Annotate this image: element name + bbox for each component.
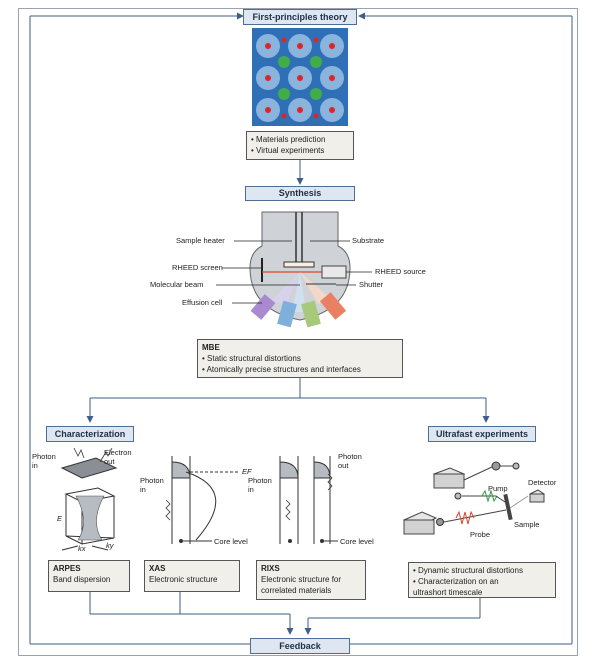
substrate-label: Substrate (352, 236, 385, 245)
arpes-box: ARPES Band dispersion (48, 560, 130, 592)
first-principles-theory-box: First-principles theory (243, 9, 357, 25)
characterization-box: Characterization (46, 426, 134, 442)
xas-desc: Electronic structure (149, 575, 218, 584)
mbe-item: • Static structural distortions (202, 354, 301, 363)
rheed-source-label: RHEED source (375, 267, 426, 276)
mbe-item: • Atomically precise structures and inte… (202, 365, 361, 374)
shutter-label: Shutter (359, 280, 384, 289)
theory-output-item: • Materials prediction (251, 135, 326, 144)
ky-axis-label: ky (106, 541, 114, 550)
feedback-box: Feedback (250, 638, 350, 654)
theory-label: First-principles theory (252, 12, 348, 22)
xas-photon-in-label: Photon in (140, 476, 164, 494)
rixs-core-level-label: Core level (340, 537, 374, 546)
sample-label: Sample (514, 520, 540, 529)
arpes-desc: Band dispersion (53, 575, 111, 584)
detector-label: Detector (528, 478, 557, 487)
kx-axis-label: kx (78, 544, 86, 553)
rixs-box: RIXS Electronic structure for correlated… (256, 560, 366, 600)
synthesis-box: Synthesis (245, 186, 355, 201)
characterization-label: Characterization (54, 429, 126, 439)
effusion-cell-label: Effusion cell (182, 298, 223, 307)
arpes-title: ARPES (53, 564, 81, 573)
crystal-structure-image (252, 28, 348, 126)
theory-outputs-box: • Materials prediction • Virtual experim… (246, 131, 354, 160)
fermi-level-label: EF (242, 467, 252, 476)
rixs-photon-out-label: Photon out (338, 452, 362, 470)
probe-label: Probe (470, 530, 491, 539)
xas-title: XAS (149, 564, 166, 573)
sample-heater-label: Sample heater (176, 236, 225, 245)
mbe-box: MBE • Static structural distortions • At… (197, 339, 403, 378)
ultrafast-item: • Characterization on an ultrashort time… (413, 577, 499, 597)
feedback-label: Feedback (279, 641, 321, 651)
ultrafast-label: Ultrafast experiments (435, 429, 529, 439)
energy-axis-label: E (57, 514, 63, 523)
rheed-screen-label: RHEED screen (172, 263, 223, 272)
arpes-electron-out-label: Electron out (104, 448, 132, 466)
rixs-title: RIXS (261, 564, 280, 573)
mbe-title: MBE (202, 343, 220, 352)
xas-core-level-label: Core level (214, 537, 248, 546)
rixs-photon-in-label: Photon in (248, 476, 272, 494)
arpes-photon-in-label: Photon in (32, 452, 56, 470)
theory-output-item: • Virtual experiments (251, 146, 325, 155)
ultrafast-experiments-box: Ultrafast experiments (428, 426, 536, 442)
ultrafast-summary-box: • Dynamic structural distortions • Chara… (408, 562, 556, 598)
rixs-desc: Electronic structure for correlated mate… (261, 575, 342, 595)
pump-label: Pump (488, 484, 508, 493)
crystal-lattice-graphic (252, 28, 348, 126)
diagram-frame (18, 8, 578, 656)
ultrafast-item: • Dynamic structural distortions (413, 566, 523, 575)
xas-box: XAS Electronic structure (144, 560, 240, 592)
molecular-beam-label: Molecular beam (150, 280, 204, 289)
synthesis-label: Synthesis (278, 188, 322, 198)
